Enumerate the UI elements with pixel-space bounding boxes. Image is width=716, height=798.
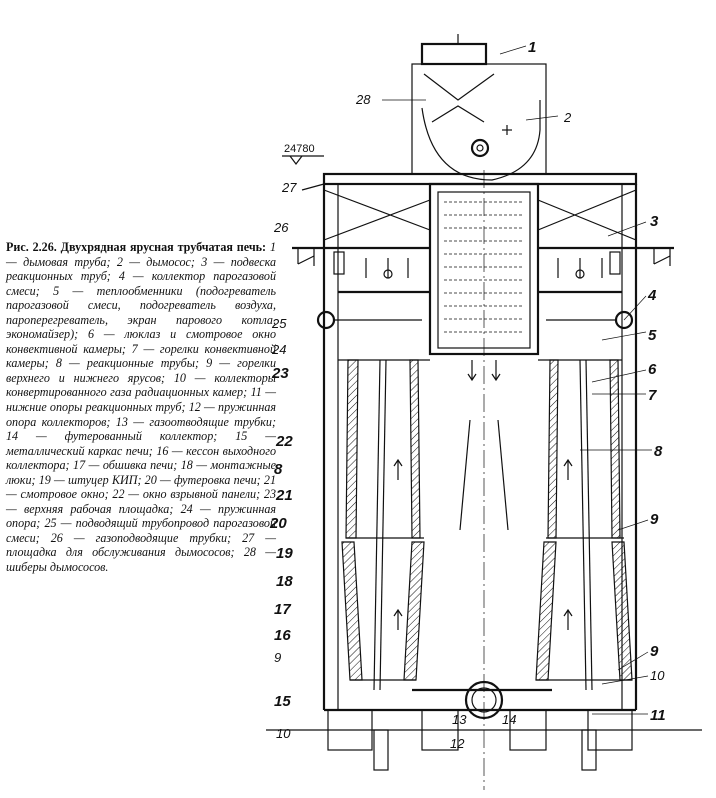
radiant-chambers — [341, 359, 633, 681]
furnace-drawing: 24780 — [266, 34, 702, 790]
label-24: 24 — [271, 342, 286, 357]
smoke-exhauster — [421, 100, 541, 181]
label-25: 25 — [271, 316, 287, 331]
label-21: 21 — [275, 487, 293, 504]
lined-collector — [412, 680, 552, 720]
label-3: 3 — [650, 213, 659, 230]
elevation-text: 24780 — [284, 143, 315, 155]
caption-legend: 1 — дымовая труба; 2 — дымосос; 3 — подв… — [6, 240, 276, 575]
label-9-lower-right: 9 — [650, 643, 659, 660]
leader-lines — [382, 45, 652, 715]
label-6: 6 — [648, 361, 657, 378]
caption-heading: Рис. 2.26. Двухрядная ярусная трубчатая … — [6, 240, 267, 254]
label-16: 16 — [274, 627, 291, 644]
label-14: 14 — [502, 712, 516, 727]
label-9-upper: 9 — [650, 511, 659, 528]
label-8-left: 8 — [274, 461, 283, 478]
label-10-right: 10 — [650, 668, 665, 683]
label-7: 7 — [648, 387, 657, 404]
label-10-left: 10 — [276, 726, 291, 741]
label-23: 23 — [271, 365, 289, 382]
elevation-mark: 24780 — [282, 143, 324, 165]
tube-hangers — [333, 251, 621, 279]
label-8-right: 8 — [654, 443, 663, 460]
label-27: 27 — [281, 180, 297, 195]
convective-chamber — [428, 170, 540, 790]
label-1: 1 — [528, 39, 536, 56]
label-5: 5 — [648, 327, 657, 344]
label-15: 15 — [274, 693, 291, 710]
label-9-lower-left: 9 — [274, 650, 281, 665]
label-18: 18 — [276, 573, 293, 590]
steel-frame — [322, 184, 638, 712]
figure-caption: Рис. 2.26. Двухрядная ярусная трубчатая … — [6, 240, 276, 575]
reaction-tubes — [373, 359, 593, 691]
label-22: 22 — [275, 433, 293, 450]
label-26: 26 — [273, 220, 289, 235]
label-17: 17 — [274, 601, 291, 618]
label-4: 4 — [647, 287, 657, 304]
label-12: 12 — [450, 736, 465, 751]
flow-arrows — [393, 360, 573, 630]
chimney — [411, 34, 547, 175]
foundation — [266, 709, 702, 771]
upper-platforms — [292, 246, 674, 361]
label-20: 20 — [269, 515, 287, 532]
feed-pipelines — [316, 310, 634, 330]
label-11: 11 — [650, 707, 666, 724]
label-2: 2 — [563, 110, 572, 125]
label-19: 19 — [276, 545, 293, 562]
label-13: 13 — [452, 712, 467, 727]
label-28: 28 — [355, 92, 371, 107]
